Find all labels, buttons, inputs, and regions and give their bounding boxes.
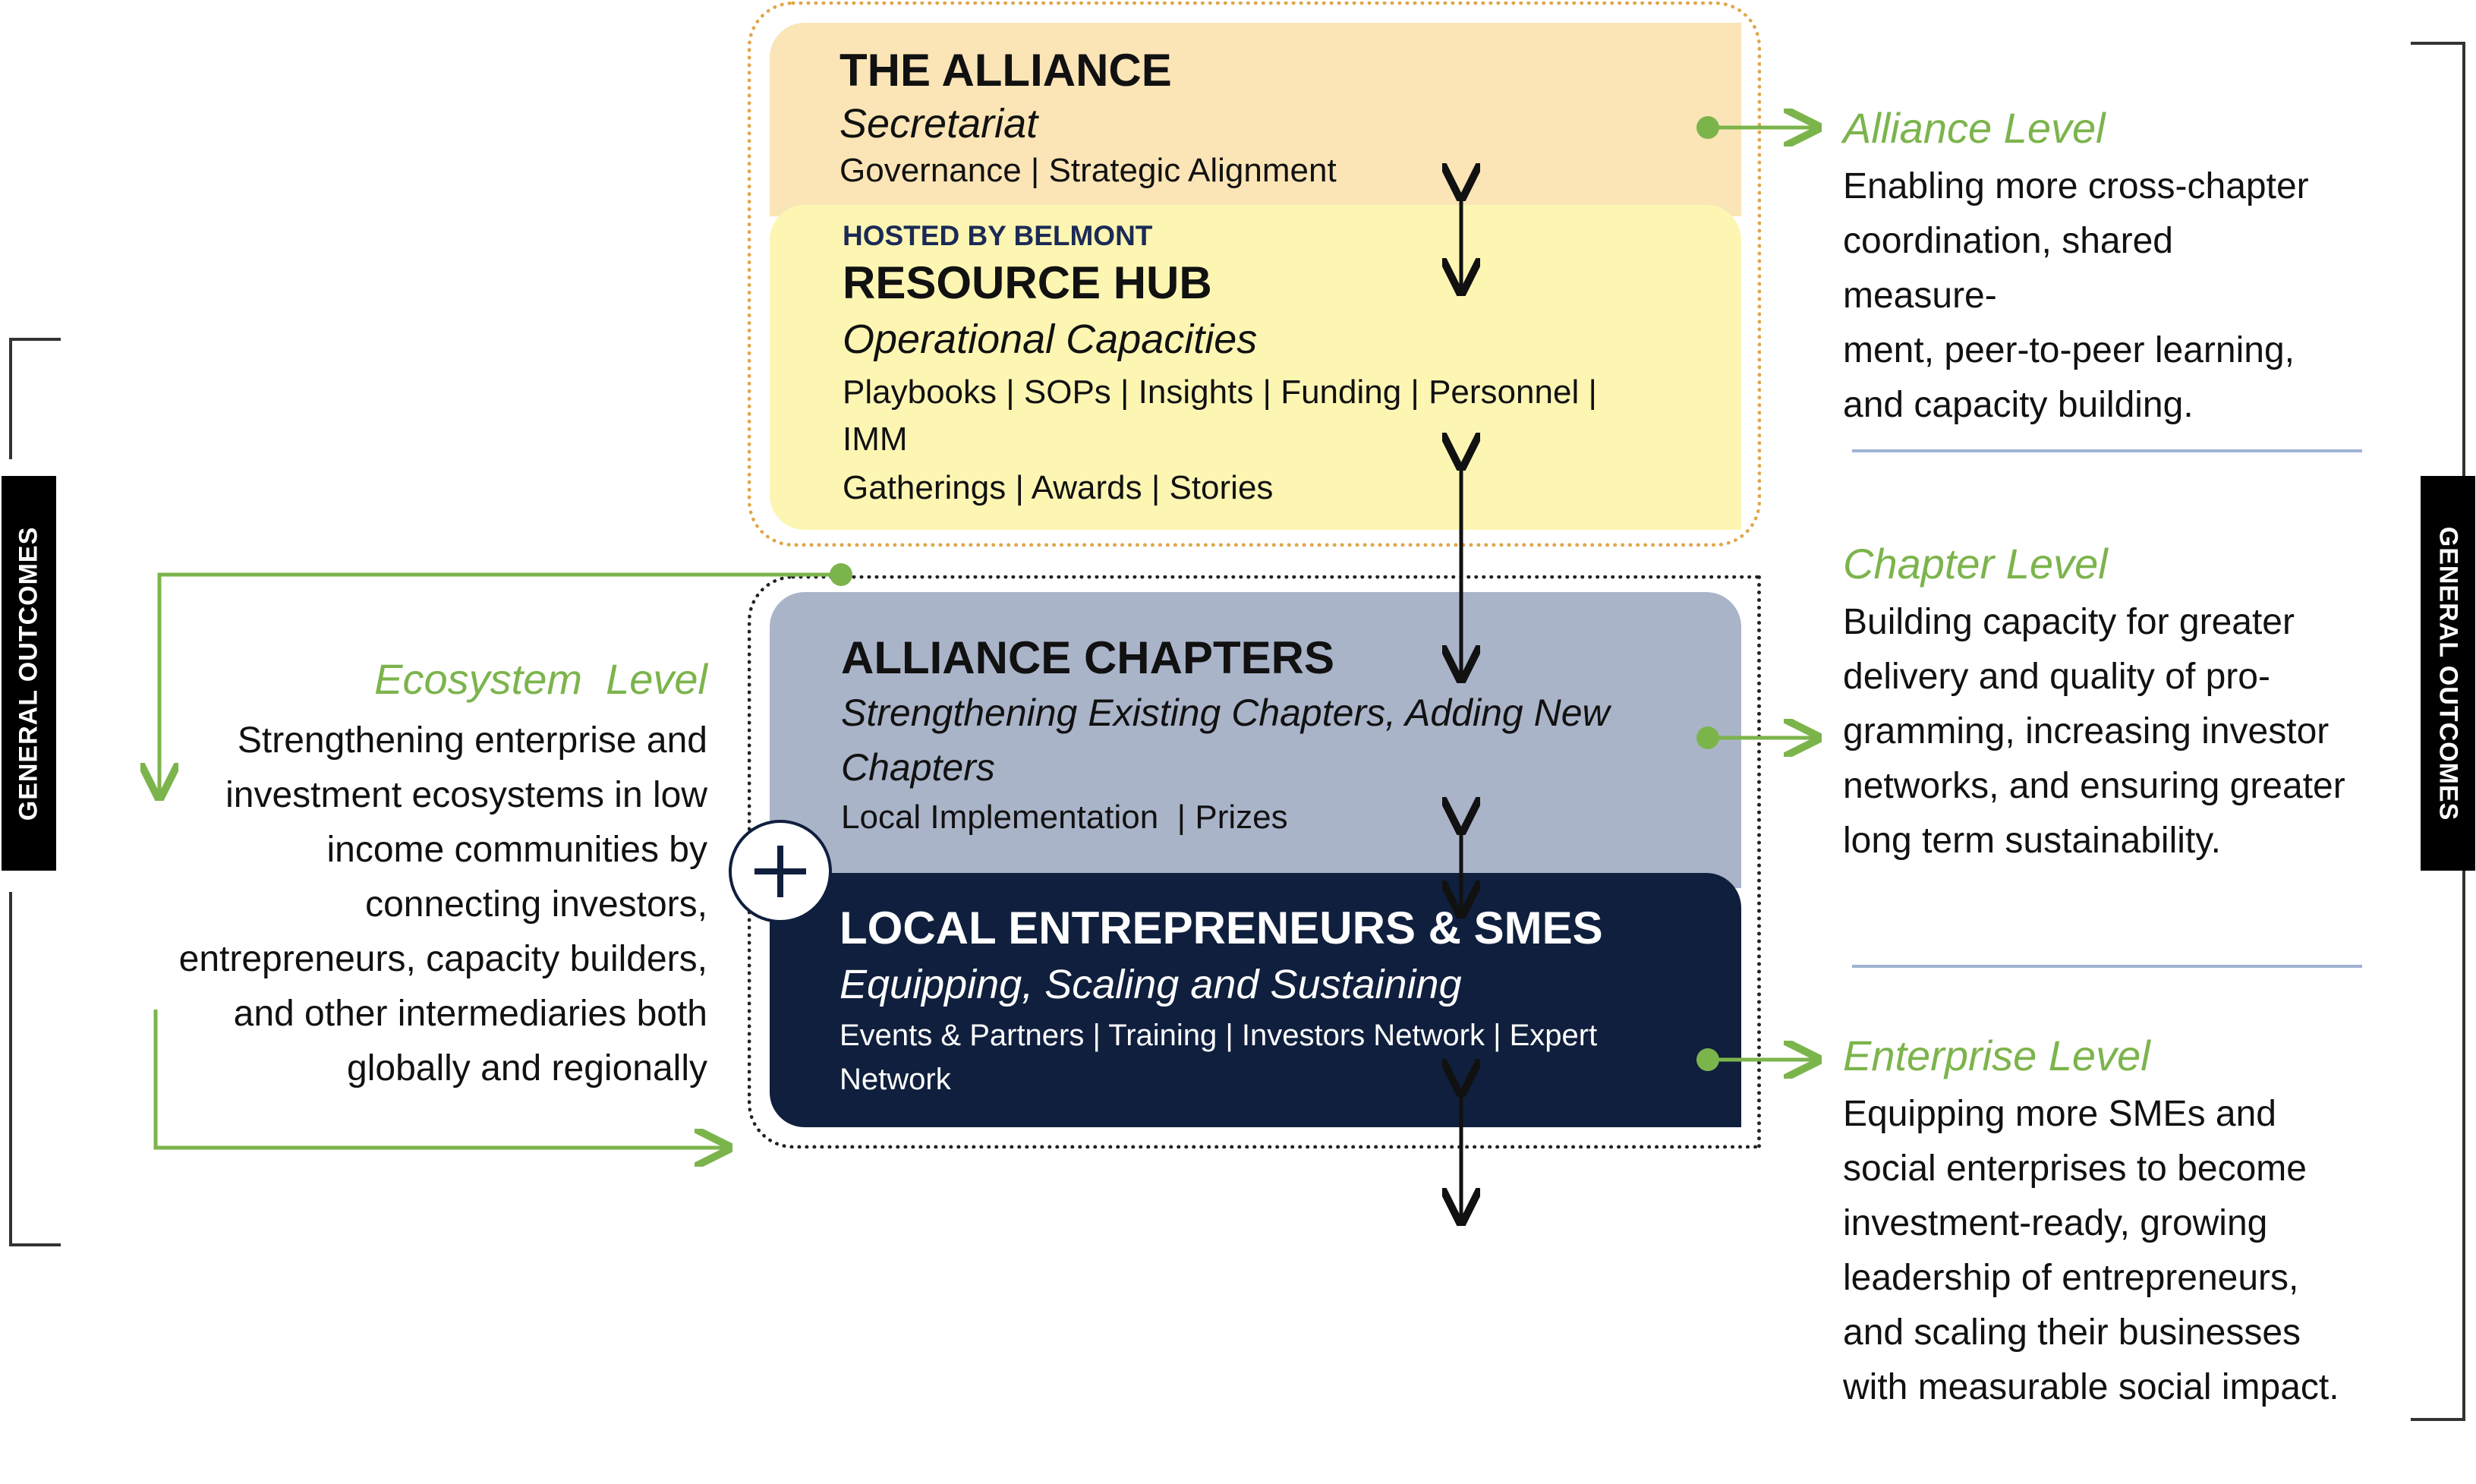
hub-host-label: HOSTED BY BELMONT <box>843 220 1153 251</box>
description-line: income communities by <box>326 830 707 870</box>
description-line: measure- <box>1843 276 1997 316</box>
description-line: coordination, shared <box>1843 221 2173 261</box>
description-line: Building capacity for greater <box>1843 602 2295 642</box>
enterprise-level-pointer <box>1696 1048 1814 1071</box>
local-subtitle: Equipping, Scaling and Sustaining <box>840 962 1462 1007</box>
description-line: and scaling their businesses <box>1843 1312 2301 1353</box>
enterprise-level-description: Equipping more SMEs and social enterprise… <box>1843 1087 2450 1415</box>
enterprise-level-title: Enterprise Level <box>1843 1032 2150 1079</box>
description-line: long term sustainability. <box>1843 821 2221 861</box>
chapters-subtitle-line-1: Strengthening Existing Chapters, Adding … <box>841 692 1610 734</box>
description-line: leadership of entrepreneurs, <box>1843 1258 2299 1298</box>
hub-items-line-3: Gatherings | Awards | Stories <box>843 469 1274 506</box>
chapters-title: ALLIANCE CHAPTERS <box>841 632 1335 683</box>
description-line: and other intermediaries both <box>233 994 707 1034</box>
hub-subtitle: Operational Capacities <box>843 317 1258 362</box>
general-outcomes-tab-left: GENERAL OUTCOMES <box>2 476 56 871</box>
description-line: with measurable social impact. <box>1843 1367 2339 1407</box>
plus-icon <box>729 820 832 923</box>
alliance-level-description: Enabling more cross-chapter coordination,… <box>1843 159 2450 433</box>
right-bracket <box>2411 42 2465 1421</box>
hub-items-line-2: IMM <box>843 421 908 458</box>
ecosystem-level-description: Strengthening enterprise and investment e… <box>24 714 707 1096</box>
description-line: investment-ready, growing <box>1843 1203 2268 1243</box>
alliance-group-outline <box>748 2 1761 547</box>
alliance-items: Governance | Strategic Alignment <box>840 152 1337 189</box>
description-line: connecting investors, <box>365 884 707 925</box>
alliance-level-pointer <box>1696 116 1814 139</box>
resource-hub-box: HOSTED BY BELMONT RESOURCE HUB Operation… <box>770 205 1741 530</box>
description-line: gramming, increasing investor <box>1843 711 2330 751</box>
alliance-subtitle: Secretariat <box>840 101 1038 147</box>
alliance-title: THE ALLIANCE <box>840 45 1172 96</box>
local-items-line-1: Events & Partners | Training | Investors… <box>840 1019 1598 1052</box>
hub-items-line-1: Playbooks | SOPs | Insights | Funding | … <box>843 373 1597 411</box>
description-line: investment ecosystems in low <box>225 775 707 815</box>
chapter-level-description: Building capacity for greater delivery an… <box>1843 595 2450 868</box>
local-entrepreneurs-box: LOCAL ENTREPRENEURS & SMES Equipping, Sc… <box>770 873 1741 1127</box>
description-line: social enterprises to become <box>1843 1148 2307 1189</box>
left-bracket <box>9 338 61 1246</box>
description-line: ment, peer-to-peer learning, <box>1843 330 2295 370</box>
description-line: Equipping more SMEs and <box>1843 1094 2276 1134</box>
ecosystem-level-title: Ecosystem Level <box>374 655 707 703</box>
chapters-subtitle-line-2: Chapters <box>841 746 995 789</box>
ecosystem-level-pointer <box>156 563 852 1148</box>
chapter-level-pointer <box>1696 726 1814 749</box>
hub-title: RESOURCE HUB <box>843 257 1212 308</box>
description-line: networks, and ensuring greater <box>1843 766 2345 806</box>
alliance-box: THE ALLIANCE Secretariat Governance | St… <box>770 23 1741 216</box>
description-line: and capacity building. <box>1843 385 2194 425</box>
chapter-level-title: Chapter Level <box>1843 540 2108 588</box>
description-line: Enabling more cross-chapter <box>1843 166 2309 206</box>
description-line: globally and regionally <box>347 1048 707 1089</box>
alliance-chapters-box: ALLIANCE CHAPTERS Strengthening Existing… <box>770 592 1741 888</box>
description-line: Strengthening enterprise and <box>237 720 707 761</box>
local-items-line-2: Network <box>840 1063 951 1096</box>
chapters-items: Local Implementation | Prizes <box>841 799 1288 836</box>
description-line: delivery and quality of pro- <box>1843 657 2270 697</box>
alliance-level-title: Alliance Level <box>1843 104 2106 152</box>
general-outcomes-tab-right: GENERAL OUTCOMES <box>2421 476 2475 871</box>
description-line: entrepreneurs, capacity builders, <box>178 939 707 979</box>
